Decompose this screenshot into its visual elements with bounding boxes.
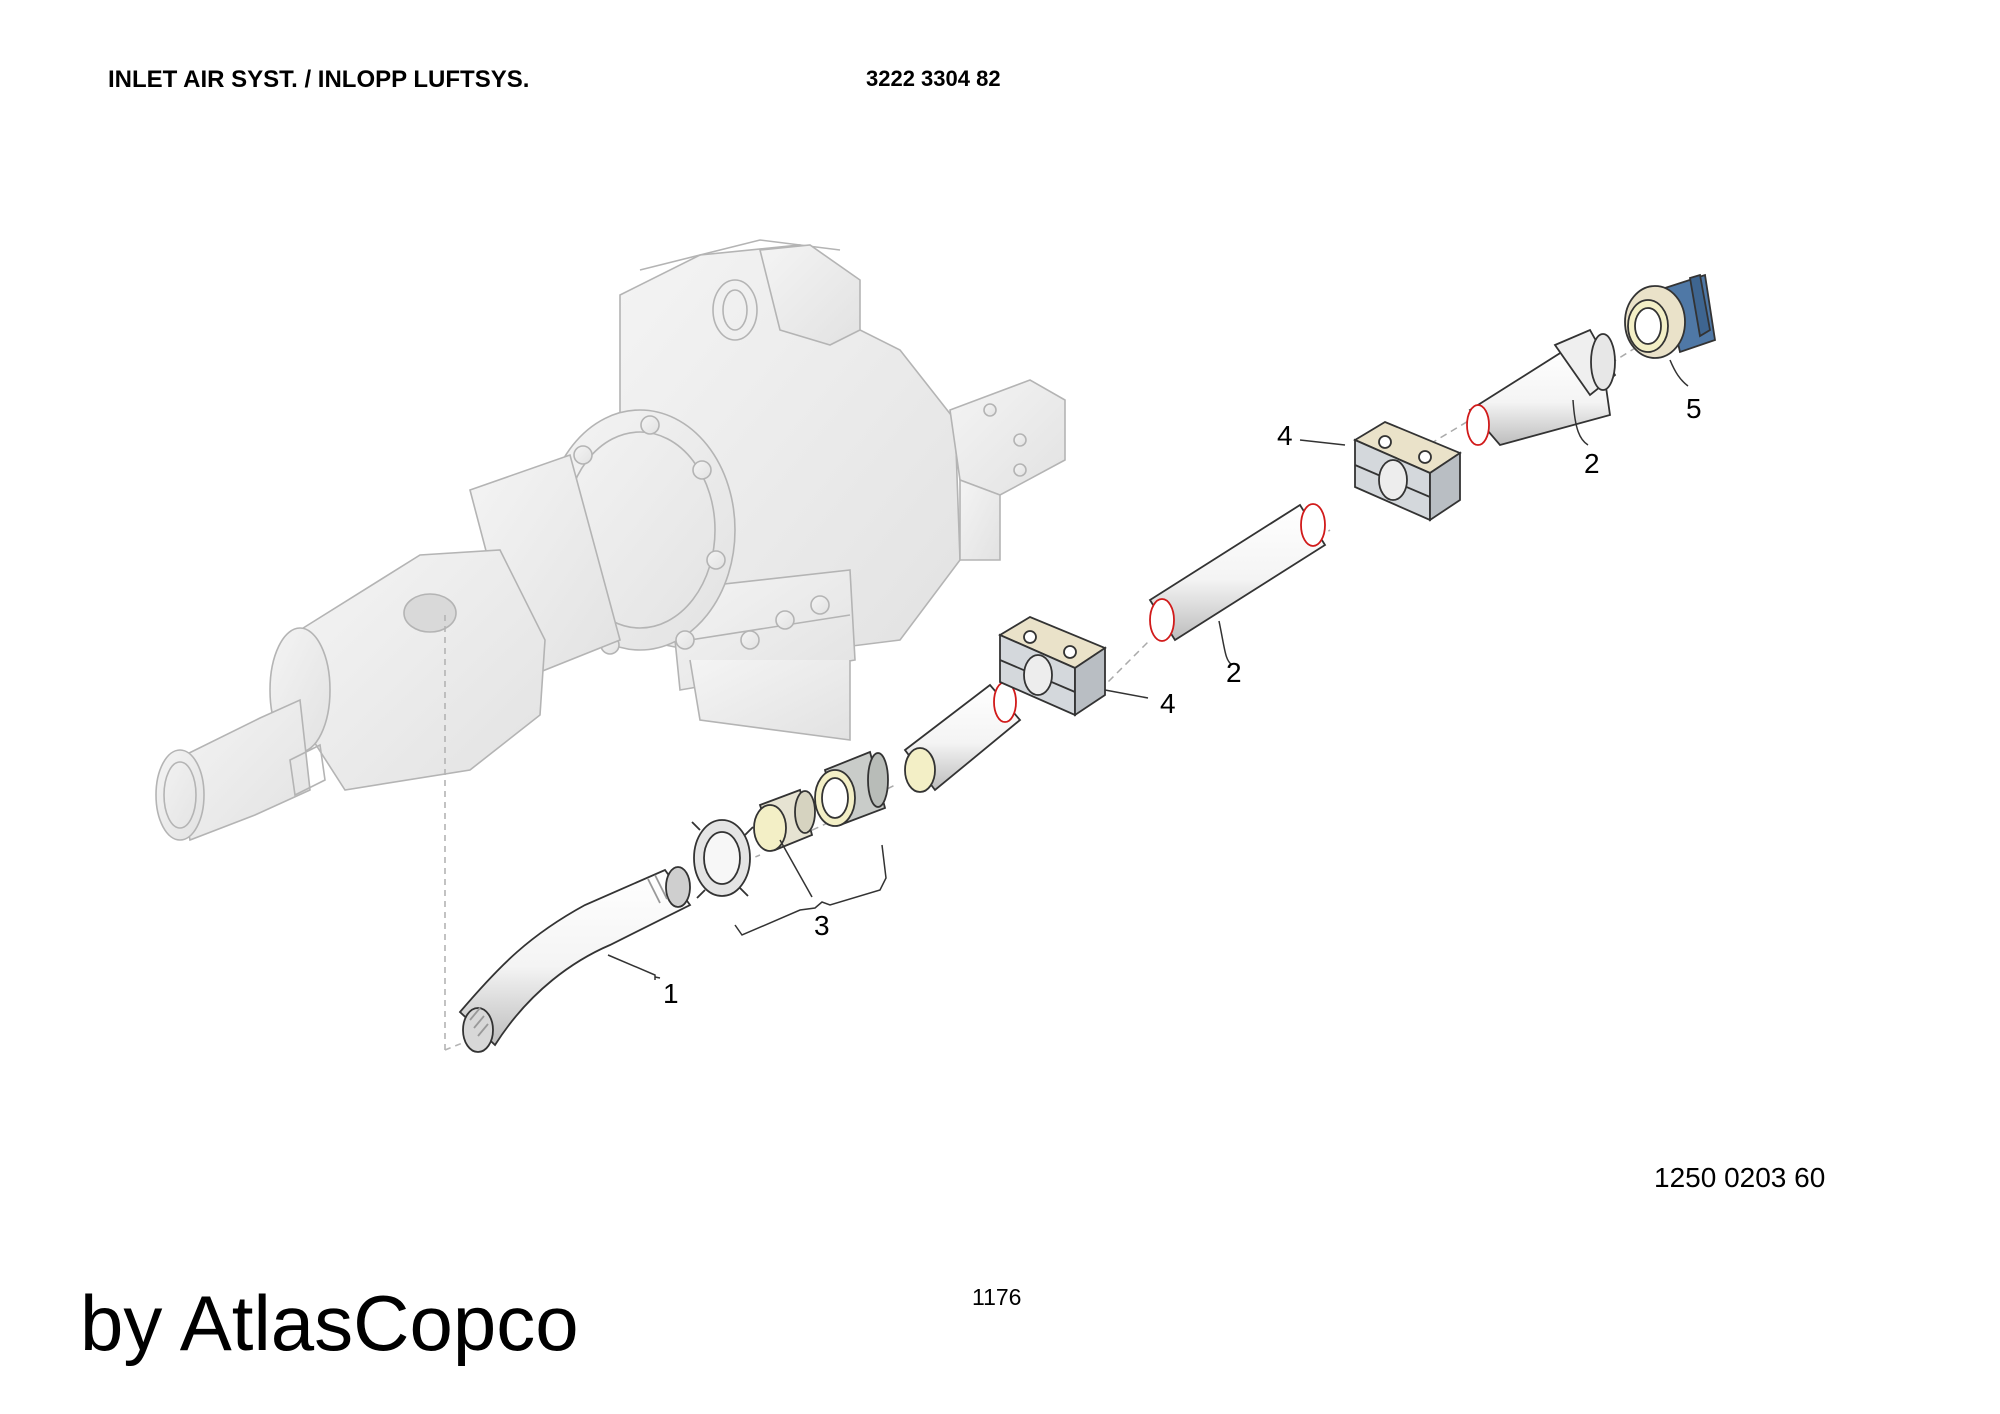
callout-4-upper: 4 — [1277, 420, 1293, 451]
assembly-part-number: 3222 3304 82 — [866, 66, 1001, 91]
callout-leaders — [607, 359, 1689, 980]
part-5-inlet-fitting — [1624, 273, 1717, 359]
part-3-coupling-set — [691, 750, 889, 899]
part-2-pipe-upper — [1466, 328, 1617, 447]
drawing-number: 1250 0203 60 — [1654, 1162, 1826, 1193]
threaded-pipe-nipple — [903, 681, 1022, 793]
part-4-pipe-clamp-upper — [1353, 420, 1462, 522]
publisher-brand: by AtlasCopco — [80, 1279, 579, 1367]
part-1-bent-pipe — [458, 866, 692, 1053]
part-4-pipe-clamp-lower — [998, 615, 1107, 717]
callout-5: 5 — [1686, 393, 1702, 424]
callout-2-upper: 2 — [1584, 448, 1600, 479]
page-number: 1176 — [972, 1284, 1022, 1310]
ghosted-drill-head — [155, 239, 1066, 1051]
callout-2-middle: 2 — [1226, 657, 1242, 688]
drawing-title: INLET AIR SYST. / INLOPP LUFTSYS. — [108, 66, 530, 93]
callout-1: 1 — [663, 978, 679, 1009]
part-2-pipe-middle — [1148, 503, 1327, 642]
callout-4-lower: 4 — [1160, 688, 1176, 719]
callout-3: 3 — [814, 910, 830, 941]
